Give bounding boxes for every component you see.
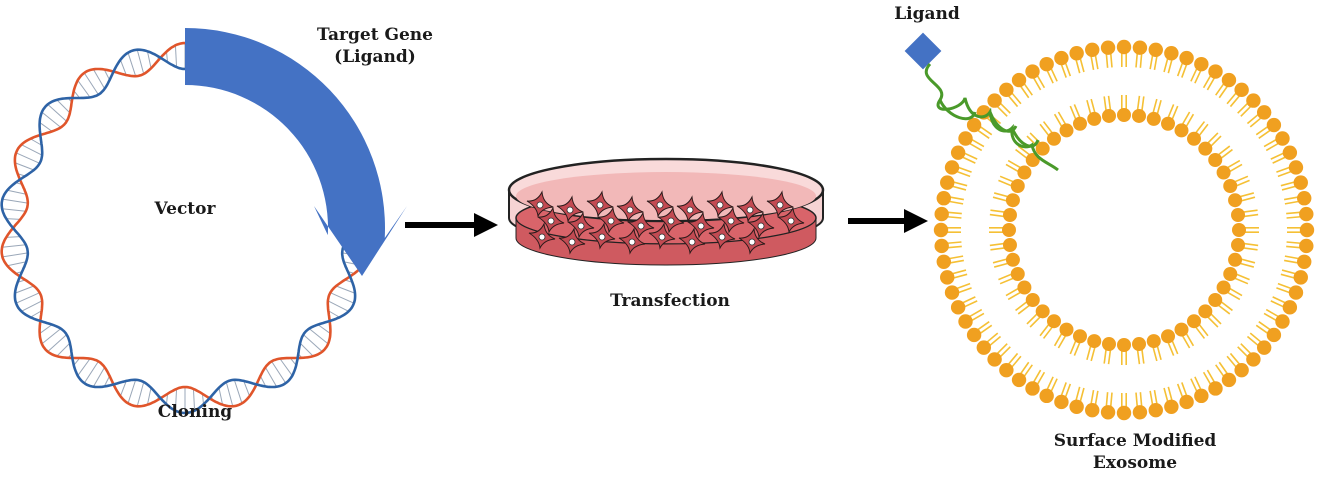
exosome-label-line1: Surface Modified — [1053, 431, 1217, 451]
target-gene-label-line1: Target Gene — [317, 25, 433, 45]
ligand-icon — [904, 32, 942, 70]
exosome-icon — [933, 39, 1315, 421]
petri-dish-icon — [507, 157, 825, 266]
ligand-label: Ligand — [894, 4, 960, 24]
target-gene-label: Target Gene (Ligand) — [300, 24, 450, 68]
cloning-label: Cloning — [157, 402, 233, 422]
vector-label: Vector — [154, 199, 216, 219]
process-arrow-1 — [405, 213, 498, 237]
target-gene-arrow — [185, 28, 407, 276]
transfection-label: Transfection — [610, 291, 730, 311]
exosome-label-line2: Exosome — [1092, 453, 1178, 473]
exosome-label: Surface Modified Exosome — [1040, 430, 1230, 474]
process-arrow-2 — [848, 209, 928, 233]
target-gene-label-line2: (Ligand) — [334, 47, 416, 67]
linker-chain — [924, 62, 1059, 172]
